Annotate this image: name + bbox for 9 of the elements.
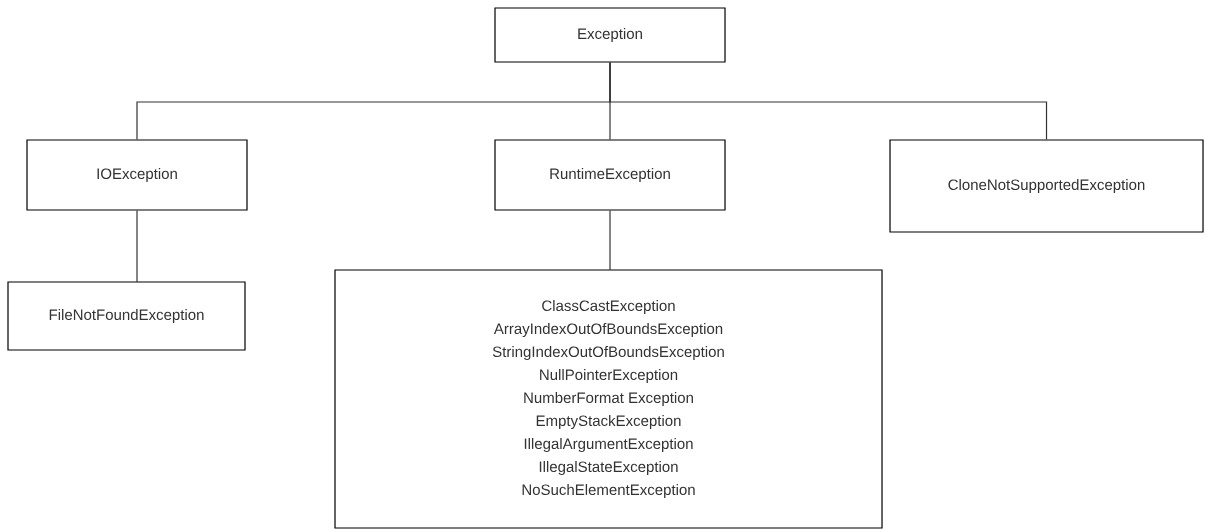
connector-line xyxy=(609,210,611,271)
class-box: IOException xyxy=(26,139,248,211)
class-box: Exception xyxy=(494,7,726,63)
class-box: RuntimeException xyxy=(494,139,726,211)
connector-line xyxy=(609,62,1048,140)
connector-line xyxy=(136,210,138,283)
class-box: CloneNotSupportedException xyxy=(889,139,1204,233)
class-box: FileNotFoundException xyxy=(7,281,246,351)
class-list-box: ClassCastException ArrayIndexOutOfBoundsException StringIndexOutOfBoundsException NullPointerException NumberFormat Exception EmptyStackException IllegalArgumentException IllegalStateException NoSuchElementException xyxy=(334,269,883,529)
